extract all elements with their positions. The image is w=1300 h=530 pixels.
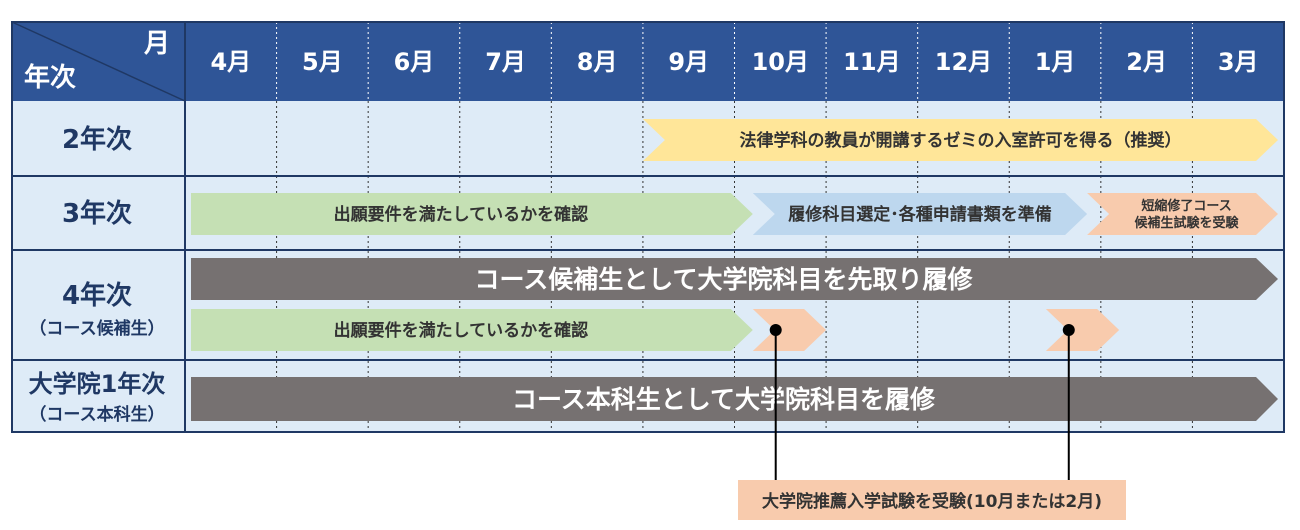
bar-course-selection: [752, 193, 1088, 235]
bar-seminar-permission: [642, 119, 1278, 161]
row-labels: 2年次 3年次 4年次 （コース候補生） 大学院1年次 （コース本科生）: [29, 124, 166, 425]
corner-month-label: 月: [143, 29, 170, 59]
bar-confirm-requirements-y3: [191, 193, 753, 235]
bar-label-confirm-requirements-y4: 出願要件を満たしているかを確認: [334, 320, 589, 341]
month-header: 5月: [302, 48, 343, 76]
row-label-grad1: 大学院1年次: [29, 370, 166, 398]
bar-grad-courses: [191, 377, 1278, 421]
bar-short-course-exam: [1087, 193, 1278, 235]
callout-box: [738, 480, 1126, 520]
header-background: [12, 22, 1284, 101]
table-border: [11, 21, 1285, 433]
row-sublabel-grad1: （コース本科生）: [29, 404, 164, 425]
corner-year-label: 年次: [24, 62, 76, 93]
bar-label-seminar-permission: 法律学科の教員が開講するゼミの入室許可を得る（推奨）: [739, 130, 1181, 151]
bar-label-confirm-requirements-y3: 出願要件を満たしているかを確認: [334, 204, 589, 225]
callout-dot: [1062, 324, 1075, 336]
bar-exam-feb: [1045, 309, 1120, 351]
bar-exam-oct: [752, 309, 827, 351]
bar-confirm-requirements-y4: [191, 309, 753, 351]
callout-dot: [769, 324, 782, 336]
row-label-column: [12, 101, 185, 432]
bar-label-grad-courses: コース本科生として大学院科目を履修: [512, 385, 936, 414]
callout-text: 大学院推薦入学試験を受験(10月または2月): [762, 491, 1102, 512]
month-header: 3月: [1218, 48, 1259, 76]
month-header: 11月: [843, 48, 900, 76]
bar-label-short-course-exam: 短縮修了コース: [1141, 198, 1231, 214]
month-header: 6月: [394, 48, 435, 76]
month-header: 8月: [577, 48, 618, 76]
month-header: 7月: [485, 48, 526, 76]
bar-label-short-course-exam: 候補生試験を受験: [1135, 215, 1240, 231]
month-header: 2月: [1126, 48, 1167, 76]
header-row: 月 年次 4月 5月 6月 7月 8月 9月 10月 11月 12月 1月 2月 3月: [24, 29, 1259, 93]
row-label-year4: 4年次: [62, 280, 132, 311]
bar-label-grad-courses-early: コース候補生として大学院科目を先取り履修: [474, 265, 973, 294]
month-header: 10月: [752, 48, 809, 76]
bar-label-course-selection: 履修科目選定･各種申請書類を準備: [788, 204, 1052, 225]
row-label-year3: 3年次: [62, 198, 132, 229]
row-label-year2: 2年次: [62, 124, 132, 155]
bar-grad-courses-early: [191, 258, 1278, 300]
month-header: 9月: [668, 48, 709, 76]
month-header: 4月: [210, 48, 251, 76]
month-header: 1月: [1035, 48, 1076, 76]
row-sublabel-year4: （コース候補生）: [29, 318, 164, 339]
month-header: 12月: [935, 48, 992, 76]
corner-diagonal: [11, 21, 186, 102]
exam-callout: 大学院推薦入学試験を受験(10月または2月): [738, 324, 1126, 520]
activity-bars: 法律学科の教員が開講するゼミの入室許可を得る（推奨） 出願要件を満たしているかを確…: [191, 119, 1278, 421]
